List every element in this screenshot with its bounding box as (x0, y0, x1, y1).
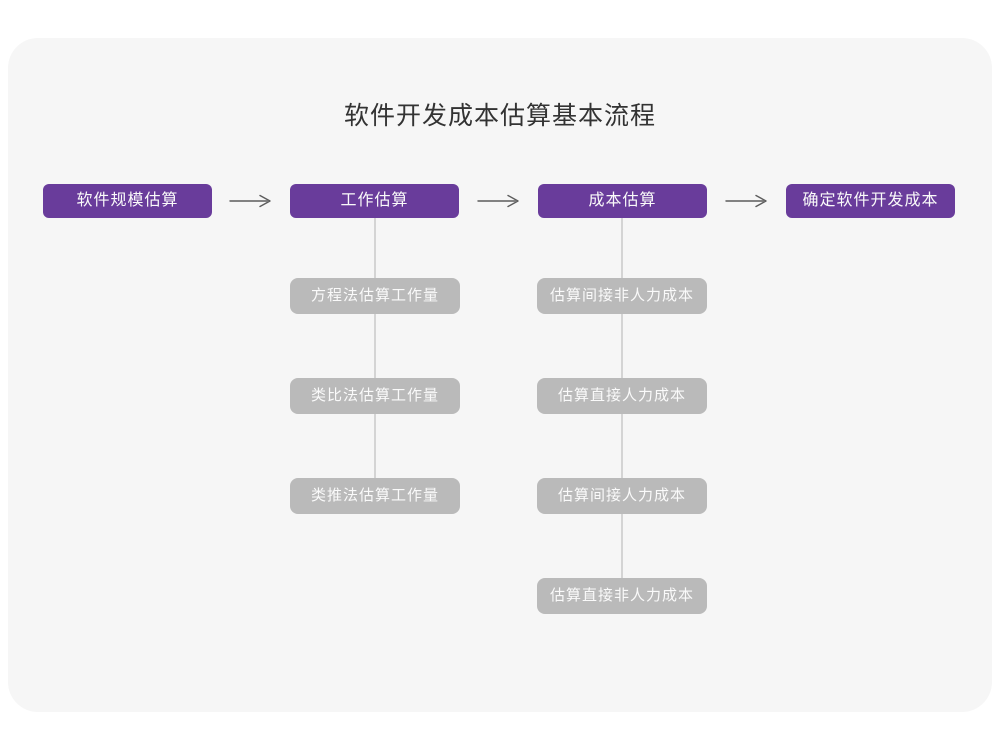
arrow-right-icon (725, 194, 767, 208)
cost-node-direct-labor: 估算直接人力成本 (537, 378, 707, 414)
flow-step-cost-estimation: 成本估算 (538, 184, 707, 218)
flow-step-software-scale-estimation: 软件规模估算 (43, 184, 212, 218)
diagram-card (8, 38, 992, 712)
diagram-title: 软件开发成本估算基本流程 (343, 102, 656, 130)
arrow-right-icon (477, 194, 519, 208)
flow-step-work-estimation: 工作估算 (290, 184, 459, 218)
arrow-right-icon (229, 194, 271, 208)
flow-step-determine-dev-cost: 确定软件开发成本 (786, 184, 955, 218)
cost-node-indirect-labor: 估算间接人力成本 (537, 478, 707, 514)
method-node-analogy: 类比法估算工作量 (290, 378, 460, 414)
cost-node-direct-nonlabor: 估算直接非人力成本 (537, 578, 707, 614)
method-node-extrapolation: 类推法估算工作量 (290, 478, 460, 514)
connector-line-work-estimation (374, 218, 376, 480)
cost-node-indirect-nonlabor: 估算间接非人力成本 (537, 278, 707, 314)
method-node-equation: 方程法估算工作量 (290, 278, 460, 314)
